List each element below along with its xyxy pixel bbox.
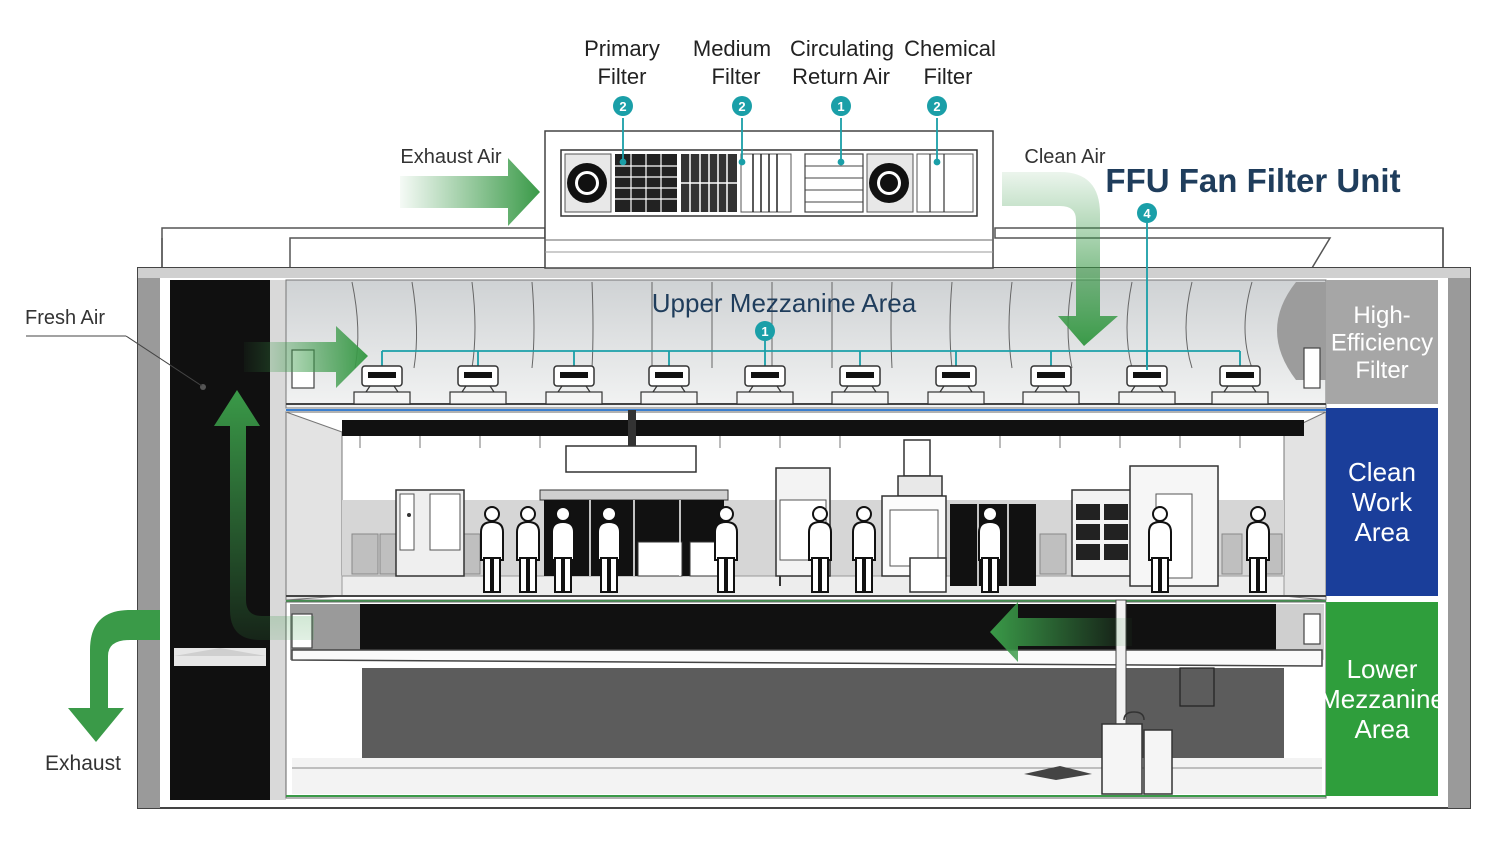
primary-filter-line1: Primary — [584, 36, 660, 61]
zone-label-line: Work — [1352, 487, 1413, 517]
ahu-label-chemical-filter: Chemical Filter 2 — [904, 36, 996, 116]
worker-icon — [808, 506, 832, 593]
zone-label-line: Area — [1355, 517, 1410, 547]
return-air-line2: Return Air — [792, 64, 890, 89]
exhaust-air-label: Exhaust Air — [400, 146, 502, 168]
exhaust-label: Exhaust — [45, 752, 121, 775]
fresh-air-label: Fresh Air — [25, 307, 105, 329]
medium-filter-block — [681, 154, 737, 212]
worker-icon — [714, 506, 738, 593]
ffu-unit — [353, 365, 411, 405]
chemical-filter-badge: 2 — [933, 99, 940, 114]
zone-label-line: High- — [1353, 302, 1410, 329]
ffu-badge-group: 4 — [1137, 203, 1157, 370]
worker-icon — [978, 506, 1002, 593]
ffu-title: FFU Fan Filter Unit — [1105, 162, 1400, 199]
medium-filter-slats — [740, 153, 792, 213]
zone-label-line: Clean — [1348, 457, 1416, 487]
fresh-air-callout: Fresh Air — [25, 307, 203, 387]
zone-label-line: Filter — [1355, 357, 1408, 384]
ffu-unit — [545, 365, 603, 405]
primary-filter-line2: Filter — [598, 64, 647, 89]
upper-mezzanine-badge: 1 — [761, 324, 768, 339]
ffu-unit — [640, 365, 698, 405]
ffu-badge: 4 — [1143, 206, 1151, 221]
worker-icon — [597, 506, 621, 593]
chemical-filter-line2: Filter — [924, 64, 973, 89]
clean-work-area — [285, 410, 1327, 602]
primary-filter-badge: 2 — [619, 99, 626, 114]
clean-air-arrow — [1002, 172, 1118, 346]
ffu-unit — [1211, 365, 1269, 405]
ffu-unit — [736, 365, 794, 405]
air-handling-unit — [544, 130, 994, 269]
worker-icon — [1246, 506, 1270, 593]
ffu-unit — [927, 365, 985, 405]
exhaust-arrow — [68, 610, 160, 742]
chemical-filter-block — [916, 153, 974, 213]
ahu-label-medium-filter: Medium Filter 2 — [693, 36, 771, 116]
worker-icon — [480, 506, 504, 593]
upper-mezzanine-label: Upper Mezzanine Area 1 — [652, 288, 917, 351]
ffu-unit — [449, 365, 507, 405]
equipment-cabinet-left — [395, 489, 465, 577]
worker-icon — [551, 506, 575, 593]
ffu-unit — [831, 365, 889, 405]
zone-label-line: Lower — [1347, 654, 1418, 684]
ffu-unit — [1022, 365, 1080, 405]
return-air-badge: 1 — [837, 99, 844, 114]
worker-icon — [852, 506, 876, 593]
medium-filter-badge: 2 — [738, 99, 745, 114]
zone-label-line: Efficiency — [1331, 329, 1433, 356]
medium-filter-line1: Medium — [693, 36, 771, 61]
clean-air-label: Clean Air — [1024, 146, 1105, 168]
exhaust-air-arrow — [400, 158, 540, 226]
worker-icon — [1148, 506, 1172, 593]
ahu-label-circulating-return-air: Circulating Return Air 1 — [790, 36, 894, 116]
return-air-damper — [804, 153, 864, 213]
zone-label-line: Mezzanine — [1319, 684, 1445, 714]
lower-mezzanine — [285, 599, 1327, 799]
ahu-label-primary-filter: Primary Filter 2 — [584, 36, 660, 116]
storage-cabinet-right — [1071, 465, 1219, 587]
chemical-filter-line1: Chemical — [904, 36, 996, 61]
process-tool-right — [881, 439, 1036, 593]
return-air-shaft — [170, 280, 286, 800]
fresh-air-arrow — [244, 326, 368, 388]
worker-icon — [516, 506, 540, 593]
ffu-unit — [1118, 365, 1176, 405]
zone-label-line: Area — [1355, 714, 1410, 744]
ahu-leader-lines — [619, 118, 941, 166]
medium-filter-line2: Filter — [712, 64, 761, 89]
upper-mezzanine-title: Upper Mezzanine Area — [652, 288, 917, 318]
primary-filter-block — [615, 154, 677, 212]
workers — [480, 506, 1270, 593]
ffu-units — [353, 365, 1269, 405]
return-air-up-arrow — [214, 390, 314, 640]
return-air-line1: Circulating — [790, 36, 894, 61]
lower-return-arrow — [990, 602, 1132, 662]
zone-labels: High-EfficiencyFilterCleanWorkAreaLowerM… — [1319, 280, 1445, 796]
